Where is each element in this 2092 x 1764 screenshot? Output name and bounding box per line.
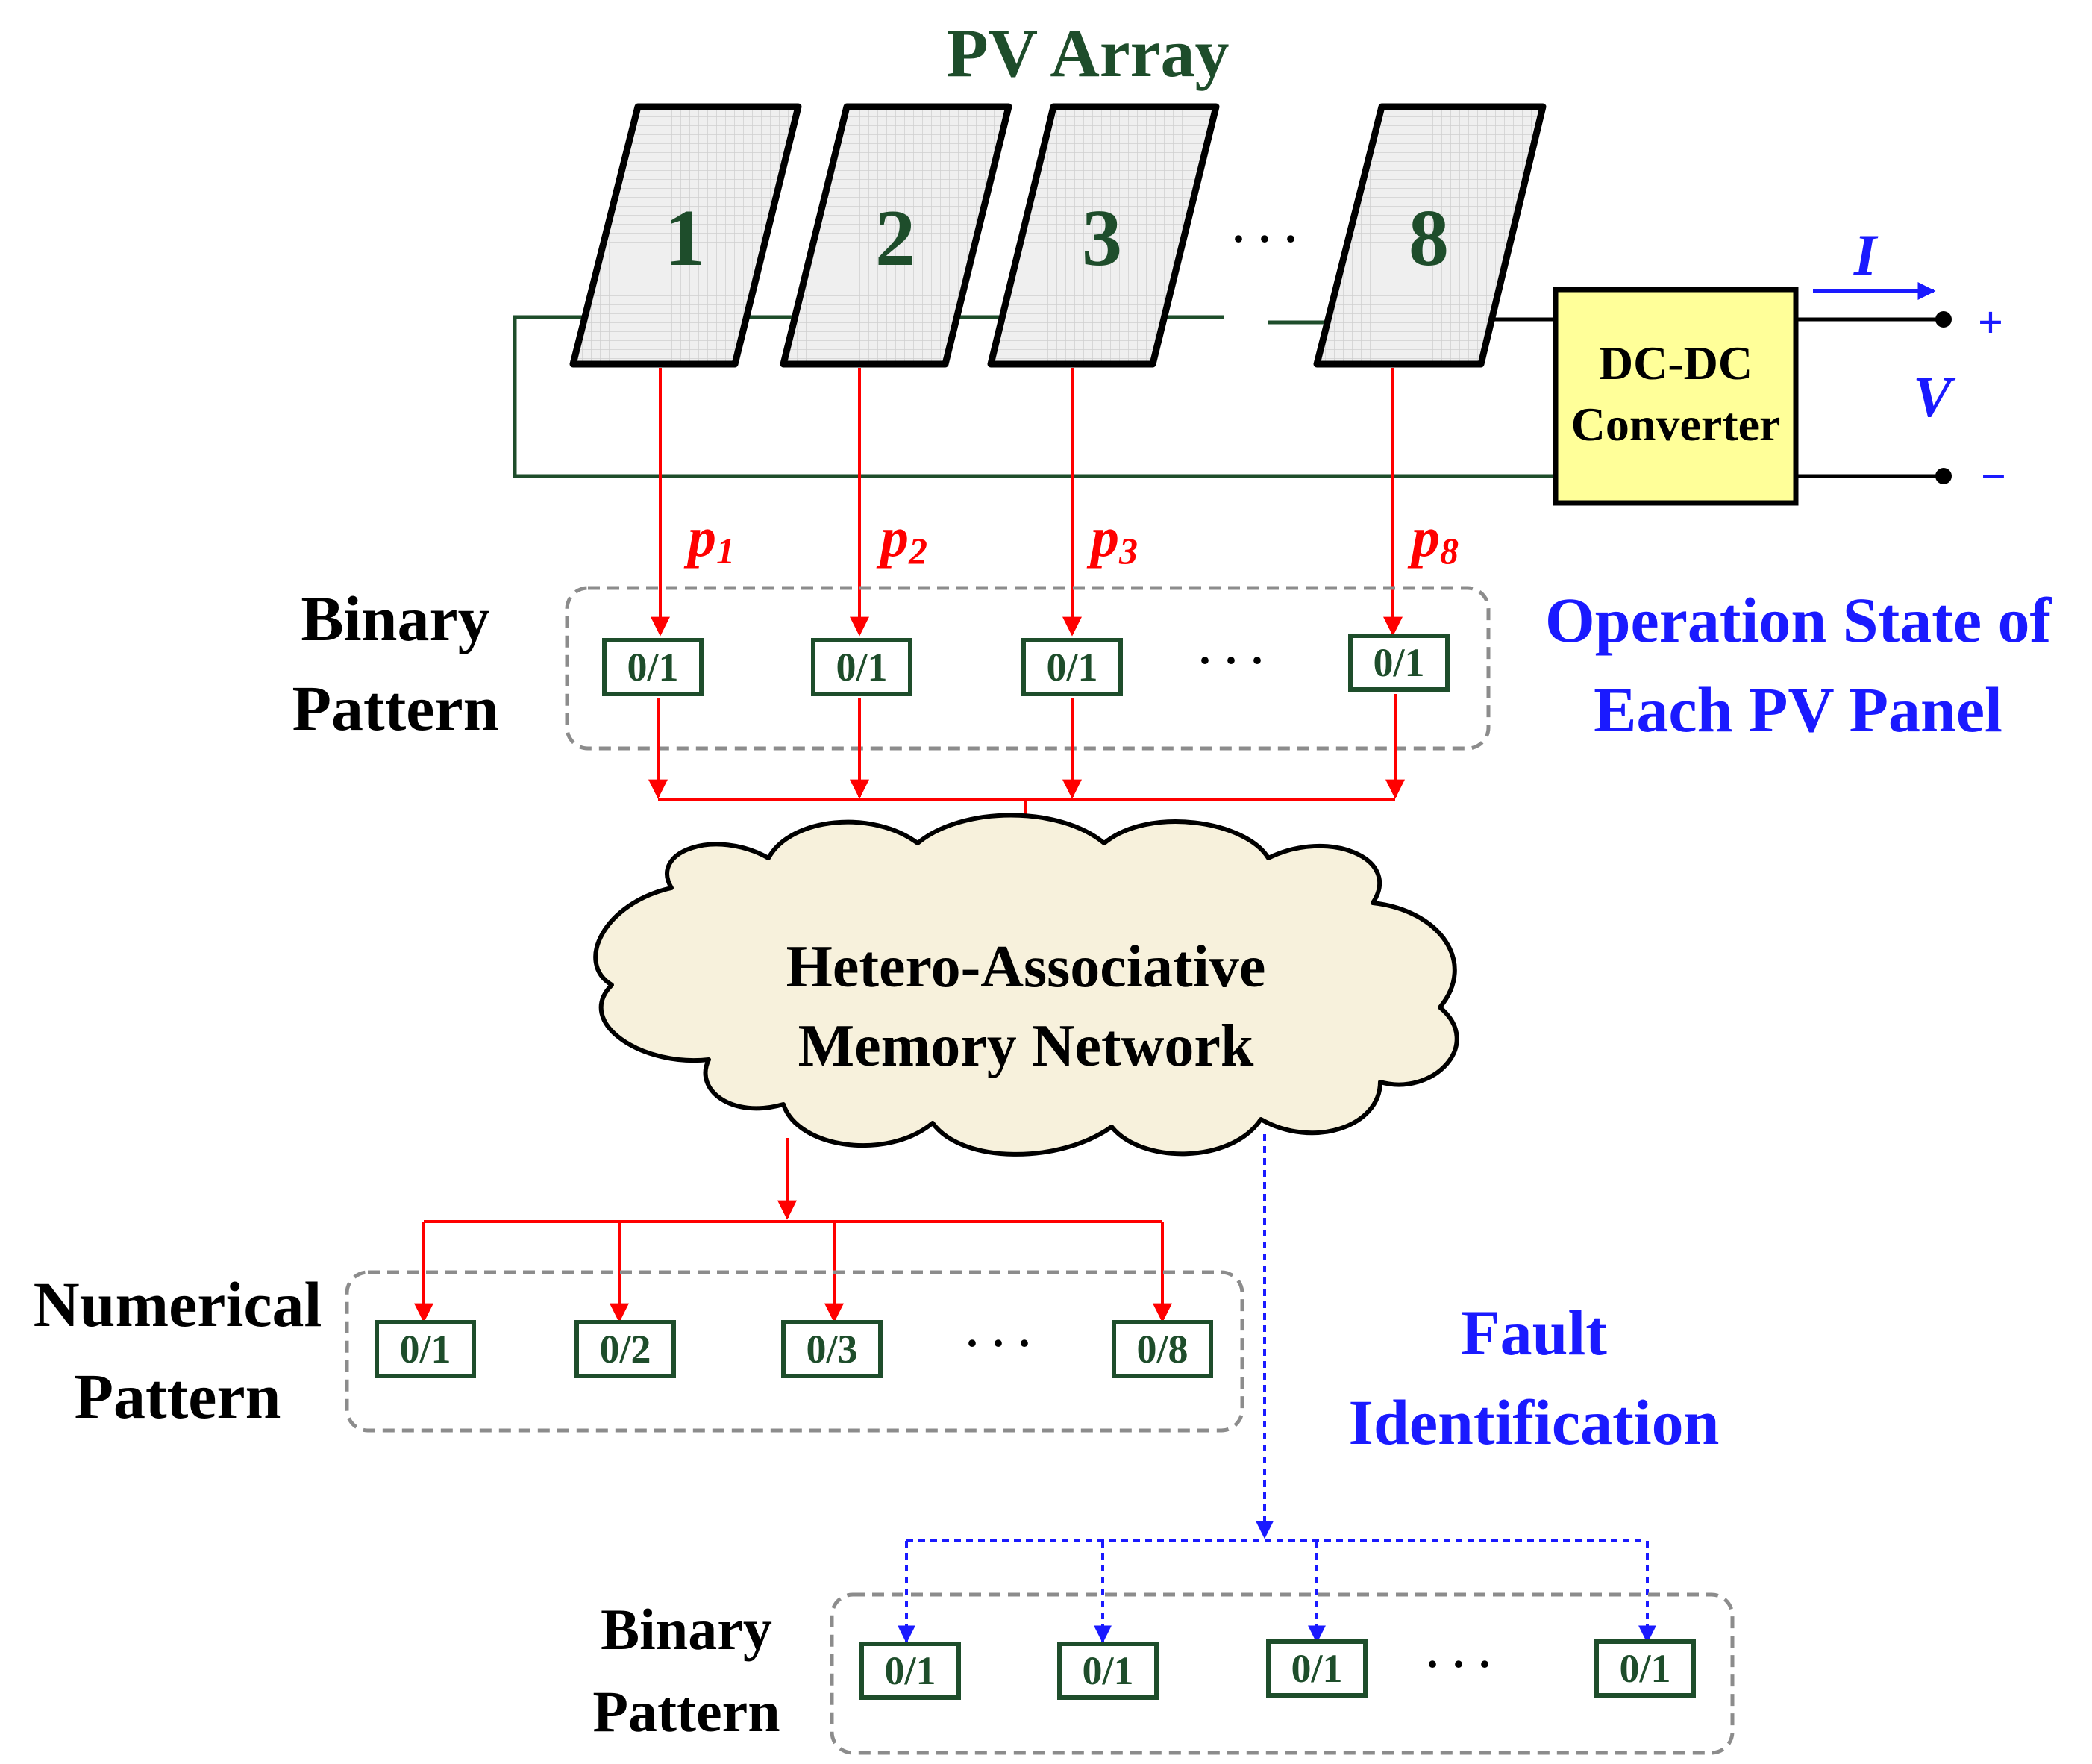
dc-dc-converter: DC-DC Converter bbox=[1553, 287, 1799, 506]
binary-box-2-label: 0/1 bbox=[836, 645, 887, 689]
voltage-label: V bbox=[1913, 364, 1956, 429]
binary-pattern-group bbox=[565, 586, 1491, 751]
fault-label-line2: Identification bbox=[1349, 1386, 1720, 1458]
signal-p2: p2 bbox=[876, 506, 927, 572]
numerical-box-1: 0/1 bbox=[375, 1320, 476, 1378]
numerical-box-8: 0/8 bbox=[1112, 1320, 1213, 1378]
signal-labels: p1 p2 p3 p8 bbox=[683, 506, 1459, 572]
numerical-pattern-label-line1: Numerical bbox=[34, 1269, 322, 1340]
signal-p3: p3 bbox=[1086, 506, 1138, 572]
numerical-box-3-label: 0/3 bbox=[806, 1327, 857, 1372]
numerical-pattern-group bbox=[345, 1270, 1244, 1433]
pv-panel-8: 8 bbox=[1313, 103, 1547, 368]
output-box-1: 0/1 bbox=[859, 1642, 961, 1700]
minus-sign: − bbox=[1981, 451, 2006, 501]
binary-pattern-label-line2: Pattern bbox=[292, 672, 499, 744]
fault-identification-arrows bbox=[898, 1134, 1656, 1644]
binary-box-3: 0/1 bbox=[1021, 638, 1123, 696]
pv-panel-1: 1 bbox=[569, 103, 802, 368]
binary-box-3-label: 0/1 bbox=[1046, 645, 1097, 689]
output-box-2: 0/1 bbox=[1057, 1642, 1159, 1700]
pv-panel-2: 2 bbox=[780, 103, 1012, 368]
operation-state-label-line2: Each PV Panel bbox=[1594, 674, 2002, 745]
panel-signal-arrows bbox=[651, 368, 1403, 637]
output-pattern-label-line1: Binary bbox=[601, 1597, 772, 1662]
terminal-negative bbox=[1935, 468, 1952, 484]
numerical-box-3: 0/3 bbox=[781, 1320, 883, 1378]
binary-box-1-label: 0/1 bbox=[627, 645, 678, 689]
network-label-line2: Memory Network bbox=[798, 1013, 1254, 1079]
converter-label-line1: DC-DC bbox=[1599, 337, 1753, 390]
pv-panel-1-label: 1 bbox=[665, 194, 705, 283]
output-pattern-label-line2: Pattern bbox=[592, 1679, 780, 1744]
numerical-box-8-label: 0/8 bbox=[1136, 1327, 1188, 1372]
numerical-ellipsis: · · · bbox=[965, 1319, 1032, 1368]
pv-panel-3-label: 3 bbox=[1082, 194, 1122, 283]
output-box-8-label: 0/1 bbox=[1619, 1646, 1670, 1691]
output-box-1-label: 0/1 bbox=[884, 1648, 936, 1693]
binary-box-8-label: 0/1 bbox=[1373, 640, 1424, 685]
pv-panel-3: 3 bbox=[987, 103, 1220, 368]
network-to-numerical-arrows bbox=[414, 1138, 1172, 1323]
output-box-8: 0/1 bbox=[1594, 1639, 1696, 1698]
terminal-positive bbox=[1935, 311, 1952, 328]
binary-box-1: 0/1 bbox=[602, 638, 704, 696]
network-label-line1: Hetero-Associative bbox=[786, 934, 1266, 1000]
operation-state-label-line1: Operation State of bbox=[1545, 584, 2052, 656]
fault-label-line1: Fault bbox=[1461, 1297, 1607, 1369]
binary-ellipsis: · · · bbox=[1197, 636, 1265, 685]
output-box-3-label: 0/1 bbox=[1291, 1646, 1342, 1691]
numerical-pattern-label-line2: Pattern bbox=[75, 1360, 281, 1432]
output-ellipsis: · · · bbox=[1425, 1639, 1492, 1689]
numerical-box-2: 0/2 bbox=[574, 1320, 676, 1378]
binary-box-2: 0/1 bbox=[811, 638, 912, 696]
output-pattern-group bbox=[830, 1592, 1735, 1755]
plus-sign: + bbox=[1978, 298, 2003, 347]
signal-p8: p8 bbox=[1407, 506, 1459, 572]
output-box-2-label: 0/1 bbox=[1082, 1648, 1133, 1693]
panels-ellipsis: · · · bbox=[1231, 214, 1298, 263]
memory-network-cloud: Hetero-Associative Memory Network bbox=[593, 813, 1459, 1157]
output-box-3: 0/1 bbox=[1266, 1639, 1368, 1698]
converter-label-line2: Converter bbox=[1571, 398, 1781, 451]
numerical-box-2-label: 0/2 bbox=[599, 1327, 651, 1372]
pv-panel-2-label: 2 bbox=[875, 194, 915, 283]
binary-pattern-label-line1: Binary bbox=[301, 583, 489, 654]
pv-array-title: PV Array bbox=[946, 15, 1229, 91]
binary-box-8: 0/1 bbox=[1348, 634, 1450, 692]
numerical-box-1-label: 0/1 bbox=[399, 1327, 451, 1372]
pv-panel-8-label: 8 bbox=[1409, 194, 1449, 283]
current-label: I bbox=[1853, 222, 1879, 287]
signal-p1: p1 bbox=[683, 506, 735, 572]
